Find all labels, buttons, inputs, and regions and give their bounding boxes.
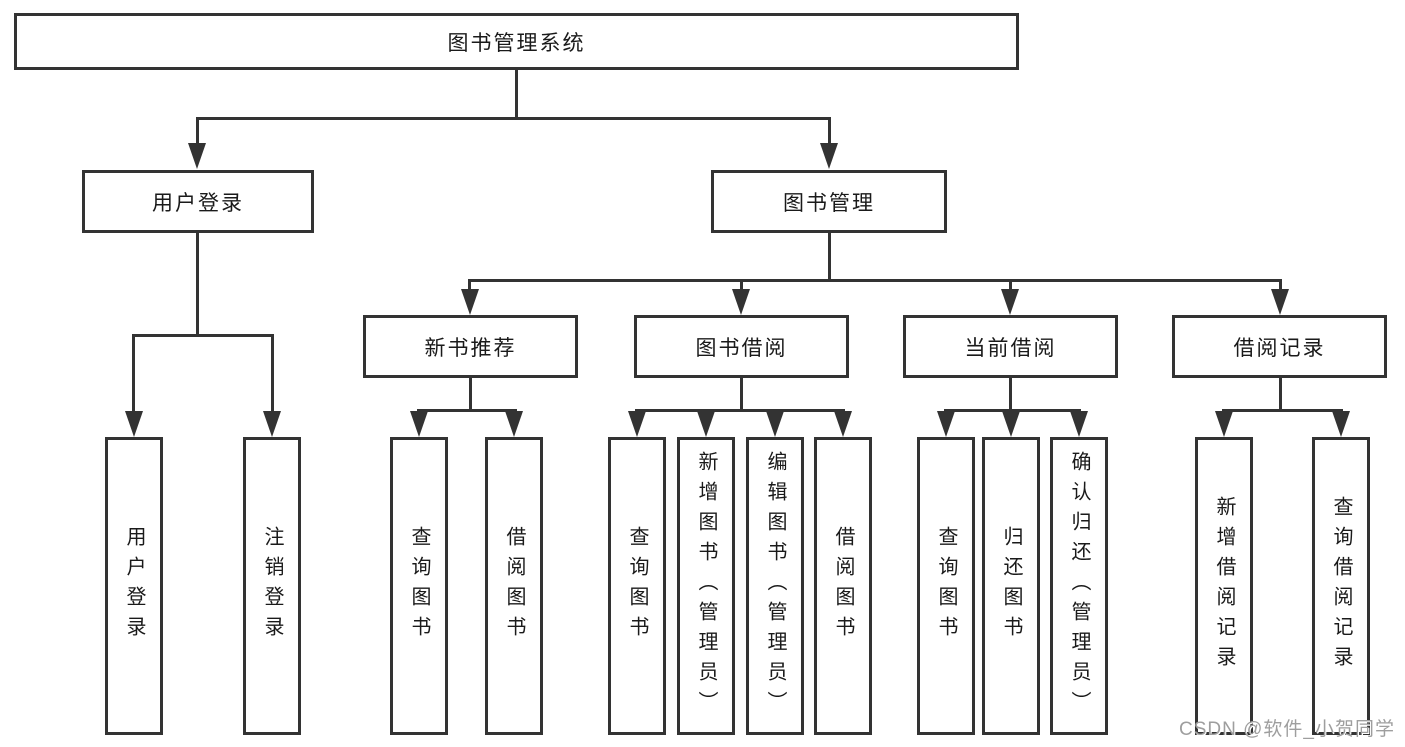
node-user-login-label: 用户登录 — [152, 191, 244, 215]
arrow-down-icon — [732, 289, 750, 315]
connector-line — [944, 409, 1081, 412]
arrow-down-icon — [1002, 411, 1020, 437]
arrow-down-icon — [125, 411, 143, 437]
connector-line — [196, 117, 831, 120]
arrow-down-icon — [820, 143, 838, 169]
connector-line — [828, 233, 831, 281]
leaf-newbook-borrow-books-label: 借阅图书 — [503, 526, 525, 646]
leaf-current-confirm-return-admin-label: 确认归还（管理员） — [1068, 451, 1090, 721]
node-current-borrow-label: 当前借阅 — [964, 336, 1057, 360]
node-current-borrow: 当前借阅 — [903, 315, 1118, 378]
arrow-down-icon — [766, 411, 784, 437]
arrow-down-icon — [697, 411, 715, 437]
connector-line — [1009, 279, 1012, 291]
leaf-logout: 注销登录 — [243, 437, 301, 735]
leaf-current-return-books-label: 归还图书 — [1000, 526, 1022, 646]
node-new-book-rec: 新书推荐 — [363, 315, 578, 378]
node-borrow-record-label: 借阅记录 — [1233, 336, 1326, 360]
arrow-down-icon — [1332, 411, 1350, 437]
leaf-borrow-query-books-label: 查询图书 — [626, 526, 648, 646]
arrow-down-icon — [937, 411, 955, 437]
arrow-down-icon — [1215, 411, 1233, 437]
connector-line — [1009, 378, 1012, 412]
node-root: 图书管理系统 — [14, 13, 1019, 70]
connector-line — [1222, 409, 1343, 412]
leaf-current-return-books: 归还图书 — [982, 437, 1040, 735]
node-root-label: 图书管理系统 — [447, 31, 586, 55]
leaf-record-add-record-label: 新增借阅记录 — [1213, 496, 1235, 676]
connector-line — [1279, 279, 1282, 291]
connector-line — [132, 334, 135, 411]
arrow-down-icon — [505, 411, 523, 437]
leaf-current-query-books: 查询图书 — [917, 437, 975, 735]
arrow-down-icon — [1001, 289, 1019, 315]
leaf-record-query-record: 查询借阅记录 — [1312, 437, 1370, 735]
arrow-down-icon — [834, 411, 852, 437]
node-book-mgmt-label: 图书管理 — [783, 191, 875, 215]
leaf-borrow-borrow-books-label: 借阅图书 — [832, 526, 854, 646]
leaf-current-confirm-return-admin: 确认归还（管理员） — [1050, 437, 1108, 735]
leaf-borrow-add-books-admin: 新增图书（管理员） — [677, 437, 735, 735]
leaf-newbook-borrow-books: 借阅图书 — [485, 437, 543, 735]
leaf-record-add-record: 新增借阅记录 — [1195, 437, 1253, 735]
connector-line — [468, 279, 1282, 282]
leaf-record-query-record-label: 查询借阅记录 — [1330, 496, 1352, 676]
leaf-borrow-edit-books-admin-label: 编辑图书（管理员） — [764, 451, 786, 721]
leaf-borrow-borrow-books: 借阅图书 — [814, 437, 872, 735]
leaf-user-login: 用户登录 — [105, 437, 163, 735]
leaf-current-query-books-label: 查询图书 — [935, 526, 957, 646]
leaf-newbook-query-books-label: 查询图书 — [408, 526, 430, 646]
leaf-newbook-query-books: 查询图书 — [390, 437, 448, 735]
node-borrow-record: 借阅记录 — [1172, 315, 1387, 378]
connector-line — [515, 70, 518, 119]
leaf-borrow-add-books-admin-label: 新增图书（管理员） — [695, 451, 717, 721]
arrow-down-icon — [461, 289, 479, 315]
connector-line — [417, 409, 517, 412]
arrow-down-icon — [263, 411, 281, 437]
node-book-borrow-label: 图书借阅 — [695, 336, 788, 360]
connector-line — [132, 334, 274, 337]
arrow-down-icon — [188, 143, 206, 169]
leaf-borrow-edit-books-admin: 编辑图书（管理员） — [746, 437, 804, 735]
connector-line — [468, 279, 471, 291]
node-new-book-rec-label: 新书推荐 — [424, 336, 517, 360]
connector-line — [196, 233, 199, 337]
connector-line — [635, 409, 845, 412]
node-user-login: 用户登录 — [82, 170, 314, 233]
arrow-down-icon — [628, 411, 646, 437]
connector-line — [271, 334, 274, 411]
arrow-down-icon — [1070, 411, 1088, 437]
leaf-logout-label: 注销登录 — [261, 526, 283, 646]
connector-line — [740, 378, 743, 412]
node-book-borrow: 图书借阅 — [634, 315, 849, 378]
arrow-down-icon — [1271, 289, 1289, 315]
arrow-down-icon — [410, 411, 428, 437]
connector-line — [196, 117, 199, 144]
node-book-mgmt: 图书管理 — [711, 170, 947, 233]
connector-line — [1279, 378, 1282, 412]
leaf-user-login-label: 用户登录 — [123, 526, 145, 646]
watermark: CSDN @软件_小贺同学 — [1179, 719, 1395, 740]
leaf-borrow-query-books: 查询图书 — [608, 437, 666, 735]
connector-line — [828, 117, 831, 144]
connector-line — [740, 279, 743, 291]
connector-line — [469, 378, 472, 412]
